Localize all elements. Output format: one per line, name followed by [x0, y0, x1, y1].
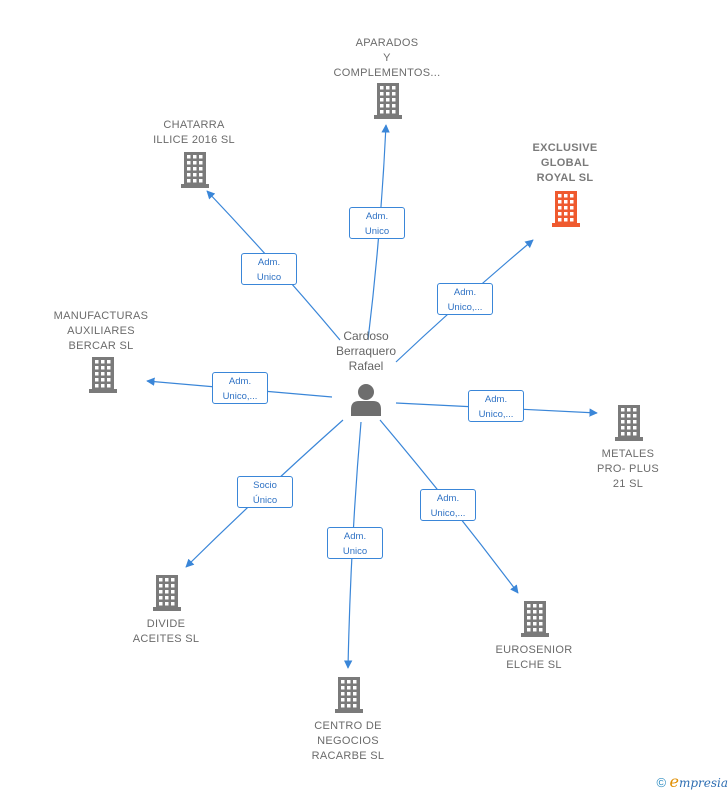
building-icon[interactable]: [332, 677, 366, 713]
copyright-icon: ©: [656, 775, 667, 790]
building-icon[interactable]: [150, 575, 184, 611]
role-badge-manufacturas[interactable]: Adm. Unico,...: [212, 372, 268, 404]
building-icon[interactable]: [518, 601, 552, 637]
company-label-eurosenior[interactable]: EUROSENIOR ELCHE SL: [495, 644, 573, 671]
building-icon[interactable]: [549, 191, 583, 227]
role-badge-centro[interactable]: Adm. Unico: [327, 527, 383, 559]
company-label-exclusive[interactable]: EXCLUSIVE GLOBAL ROYAL SL: [532, 142, 598, 184]
role-badge-divide[interactable]: Socio Único: [237, 476, 293, 508]
role-badge-aparados[interactable]: Adm. Unico: [349, 207, 405, 239]
company-label-centro[interactable]: CENTRO DE NEGOCIOS RACARBE SL: [311, 720, 385, 762]
company-label-chatarra[interactable]: CHATARRA ILLICE 2016 SL: [153, 119, 235, 146]
role-badge-chatarra[interactable]: Adm. Unico: [241, 253, 297, 285]
role-badge-metales[interactable]: Adm. Unico,...: [468, 390, 524, 422]
footer-brand: © empresia: [657, 772, 728, 791]
brand-logo-e: e: [669, 772, 679, 791]
building-icon[interactable]: [371, 83, 405, 119]
building-icon[interactable]: [612, 405, 646, 441]
building-icon[interactable]: [86, 357, 120, 393]
company-label-divide[interactable]: DIVIDE ACEITES SL: [132, 618, 200, 645]
building-icon[interactable]: [178, 152, 212, 188]
company-label-aparados[interactable]: APARADOS Y COMPLEMENTOS...: [333, 37, 441, 79]
company-label-manufacturas[interactable]: MANUFACTURAS AUXILIARES BERCAR SL: [53, 310, 149, 352]
brand-name: mpresia: [678, 776, 728, 790]
person-name[interactable]: Cardoso Berraquero Rafael: [335, 329, 397, 373]
company-label-metales[interactable]: METALES PRO- PLUS 21 SL: [597, 448, 659, 490]
person-icon[interactable]: [348, 382, 384, 416]
role-badge-exclusive[interactable]: Adm. Unico,...: [437, 283, 493, 315]
role-badge-eurosenior[interactable]: Adm. Unico,...: [420, 489, 476, 521]
